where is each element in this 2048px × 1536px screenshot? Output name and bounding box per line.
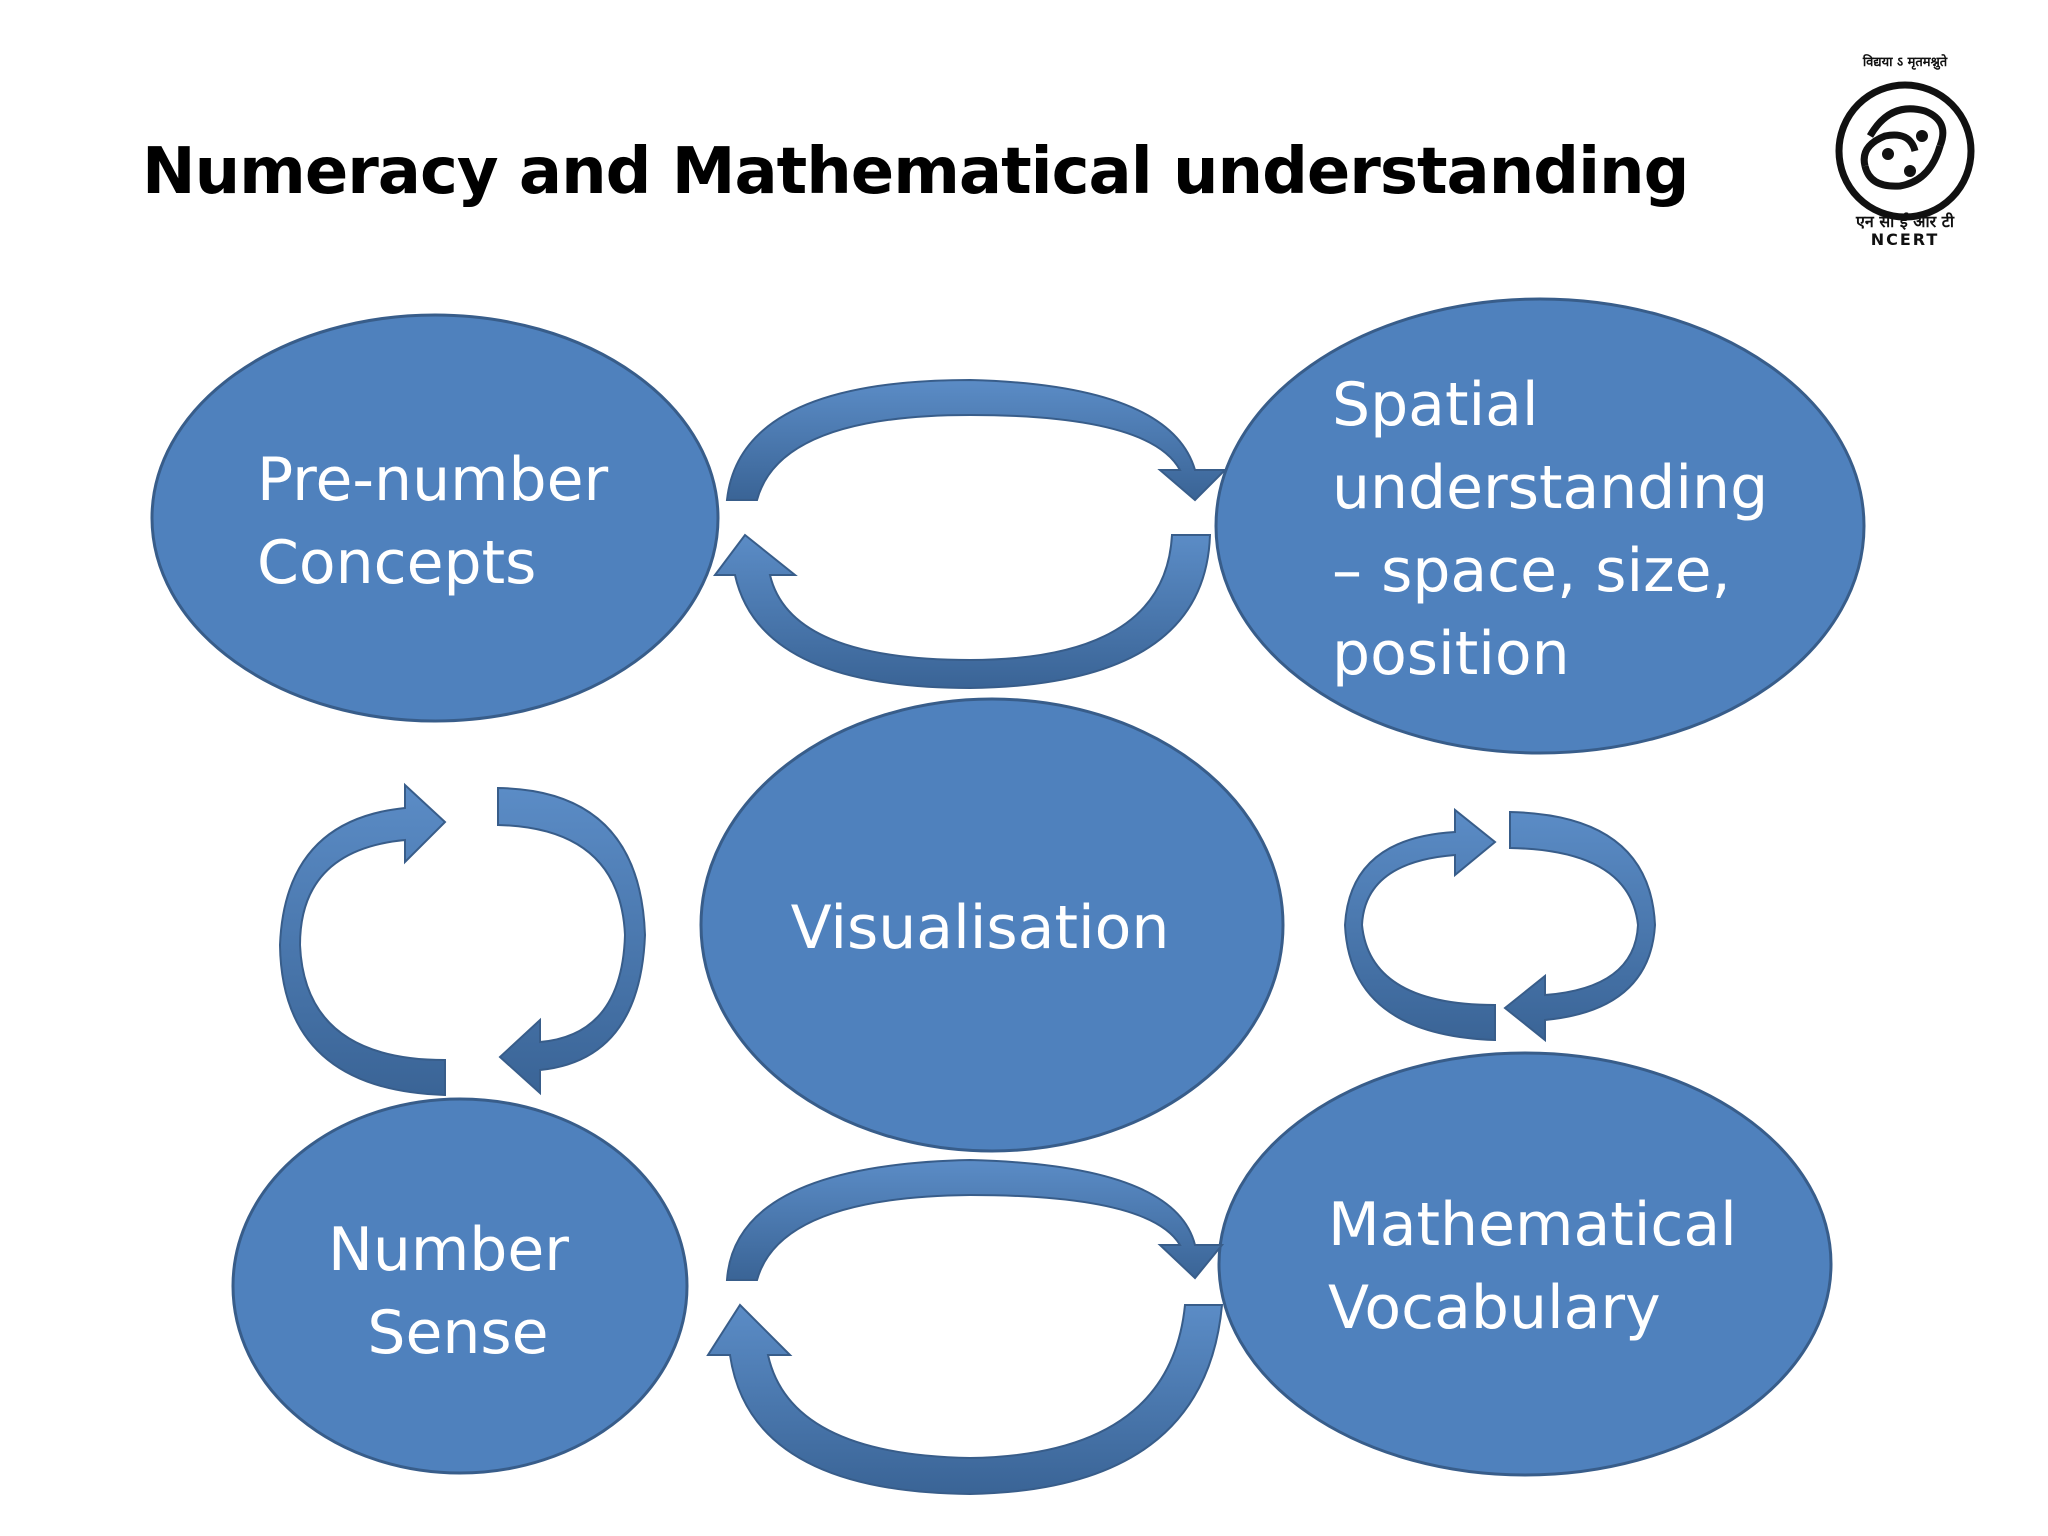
ncert-logo: विद्यया ऽ मृतमश्नुते एन सी ई आर टी NCERT — [1820, 52, 1990, 262]
arrow-top-forward — [725, 378, 1228, 502]
right-cycle-arrows — [1343, 807, 1657, 1043]
left-cycle-arrows — [278, 782, 647, 1097]
logo-name-hindi: एन सी ई आर टी — [1856, 212, 1954, 231]
node-spatial-understanding — [1214, 297, 1866, 755]
arrow-bottom-forward — [725, 1158, 1225, 1281]
logo-name-english: NCERT — [1870, 230, 1940, 249]
page-title: Numeracy and Mathematical understanding — [142, 135, 1689, 209]
label-vocabulary: Mathematical Vocabulary — [1328, 1190, 1756, 1343]
arrow-left-up — [278, 782, 447, 1097]
label-pre-number: Pre-number Concepts — [257, 445, 627, 598]
arrow-right-up — [1343, 807, 1497, 1042]
bottom-cycle-arrows — [706, 1158, 1225, 1496]
label-visualisation: Visualisation — [791, 893, 1170, 963]
label-number-sense: Number Sense — [328, 1215, 588, 1368]
node-pre-number-concepts — [150, 313, 720, 723]
ncert-emblem-icon — [1835, 81, 1975, 221]
node-visualisation — [699, 697, 1285, 1153]
node-mathematical-vocabulary — [1217, 1051, 1833, 1477]
arrow-left-down — [497, 786, 647, 1096]
arrow-top-back — [713, 533, 1212, 690]
label-spatial: Spatial understanding – space, size, pos… — [1332, 370, 1787, 689]
top-cycle-arrows — [713, 378, 1228, 690]
logo-motto: विद्यया ऽ मृतमश्नुते — [1862, 55, 1948, 70]
arrow-bottom-back — [706, 1303, 1224, 1496]
node-number-sense — [231, 1097, 689, 1475]
arrow-right-down — [1503, 810, 1657, 1043]
